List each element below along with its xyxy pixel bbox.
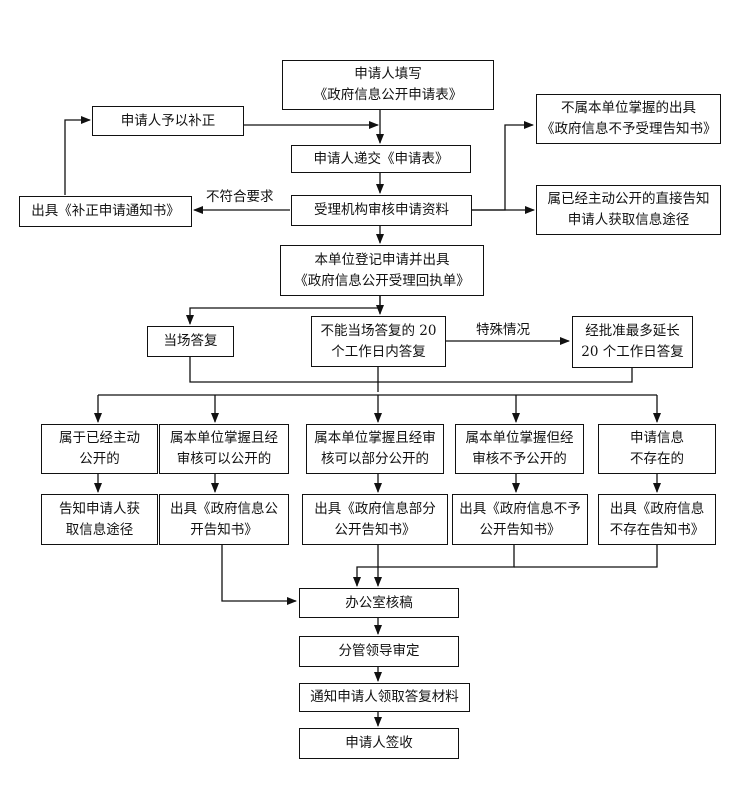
box-text-line: 告知申请人获 <box>59 500 140 517</box>
box-text-line: 《政府信息公开受理回执单》 <box>294 272 470 289</box>
box-out-partial-notice: 出具《政府信息部分公开告知书》 <box>302 494 448 545</box>
box-text-line: 申请人签收 <box>345 735 413 751</box>
box-text-line: 出具《政府信息不予 <box>459 500 581 517</box>
box-review-materials: 受理机构审核申请资料 <box>291 195 472 226</box>
box-reply-20-days: 不能当场答复的 20 个工作日内答复 <box>311 316 446 367</box>
box-cat-can-disclose: 属本单位掌握且经审核可以公开的 <box>159 424 289 474</box>
box-text-line: 不存在告知书》 <box>609 521 705 538</box>
box-text-line: 属于已经主动 <box>59 430 140 446</box>
arrow-out4-to-office <box>353 545 515 587</box>
box-text-line: 出具《政府信息 <box>609 500 705 517</box>
box-text-line: 《政府信息公开申请表》 <box>313 87 463 103</box>
box-extend-20-days: 经批准最多延长 20 个工作日答复 <box>572 316 693 368</box>
box-text-line: 属本单位掌握且经审 <box>314 430 436 446</box>
box-text-line: 申请信息 <box>630 430 684 446</box>
box-register-receipt: 本单位登记申请并出具《政府信息公开受理回执单》 <box>280 245 484 296</box>
label-special-case: 特殊情况 <box>476 322 530 338</box>
box-notify-collect: 通知申请人领取答复材料 <box>299 683 470 712</box>
arrow-out2-to-office <box>221 545 297 605</box>
arrow-review-to-not-held <box>472 121 534 211</box>
box-leader-approve: 分管领导审定 <box>299 636 459 667</box>
box-text-line: 公开告知书》 <box>479 521 561 538</box>
label-not-meet-requirements: 不符合要求 <box>206 189 274 205</box>
box-text-line: 核可以部分公开的 <box>321 451 429 467</box>
box-text-line: 出具《政府信息部分 <box>314 500 436 517</box>
box-already-public-notice: 属已经主动公开的直接告知申请人获取信息途径 <box>536 185 721 235</box>
box-text-line: 分管领导审定 <box>338 643 420 659</box>
box-cat-proactively-public: 属于已经主动公开的 <box>41 424 158 474</box>
box-text-line: 受理机构审核申请资料 <box>314 202 449 218</box>
box-text-line: 审核不予公开的 <box>472 451 567 467</box>
box-not-held-notice: 不属本单位掌握的出具《政府信息不予受理告知书》 <box>536 94 721 144</box>
box-text-line: 不存在的 <box>630 451 684 467</box>
box-text-line: 经批准最多延长 <box>585 323 680 339</box>
box-text-line: 申请人递交《申请表》 <box>313 150 449 167</box>
box-office-check: 办公室核稿 <box>299 588 459 618</box>
box-text-line: 申请人获取信息途径 <box>567 212 690 228</box>
box-text-line: 申请人予以补正 <box>120 112 216 129</box>
box-text-line: 《政府信息不予受理告知书》 <box>541 121 717 137</box>
box-text-line: 属已经主动公开的直接告知 <box>547 191 710 207</box>
box-text-line: 出具《补正申请通知书》 <box>31 203 180 219</box>
box-out-disclose-notice: 出具《政府信息公开告知书》 <box>159 494 289 545</box>
box-text-line: 不属本单位掌握的出具 <box>561 100 696 116</box>
merge-line <box>189 357 633 383</box>
box-text-line: 审核可以公开的 <box>176 451 272 467</box>
box-reply-on-spot: 当场答复 <box>147 326 234 357</box>
box-text-line: 取信息途径 <box>65 521 134 538</box>
box-text-line: 办公室核稿 <box>345 594 413 611</box>
arrow-correction-to-correct <box>64 116 91 195</box>
box-text-line: 属本单位掌握但经 <box>465 430 574 446</box>
box-applicant-sign: 申请人签收 <box>299 728 459 759</box>
box-submit-form: 申请人递交《申请表》 <box>291 145 471 173</box>
box-out-inform-channel: 告知申请人获取信息途径 <box>41 494 158 545</box>
box-text-line: 本单位登记申请并出具 <box>314 251 450 268</box>
box-text-line: 出具《政府信息公 <box>170 500 278 517</box>
box-text-line: 20 个工作日答复 <box>581 344 684 360</box>
box-text-line: 开告知书》 <box>190 521 258 538</box>
box-out-not-exist-notice: 出具《政府信息不存在告知书》 <box>598 494 716 545</box>
box-apply-fill: 申请人填写《政府信息公开申请表》 <box>282 60 494 110</box>
box-issue-correction-notice: 出具《补正申请通知书》 <box>19 196 192 227</box>
box-text-line: 个工作日内答复 <box>331 343 426 360</box>
box-cat-not-exist: 申请信息不存在的 <box>598 424 716 474</box>
box-out-not-disclose-notice: 出具《政府信息不予公开告知书》 <box>452 494 588 545</box>
box-text-line: 当场答复 <box>163 333 218 349</box>
box-applicant-correct: 申请人予以补正 <box>92 106 244 136</box>
box-text-line: 属本单位掌握且经 <box>170 430 278 446</box>
box-text-line: 通知申请人领取答复材料 <box>310 689 459 705</box>
box-text-line: 申请人填写 <box>354 66 422 82</box>
box-text-line: 不能当场答复的 20 <box>320 322 437 339</box>
box-cat-partial-disclose: 属本单位掌握且经审核可以部分公开的 <box>306 424 444 474</box>
box-cat-not-disclose: 属本单位掌握但经审核不予公开的 <box>455 424 584 474</box>
box-text-line: 公开告知书》 <box>334 521 416 538</box>
box-text-line: 公开的 <box>79 451 120 467</box>
line-out5-to-office <box>514 545 658 568</box>
